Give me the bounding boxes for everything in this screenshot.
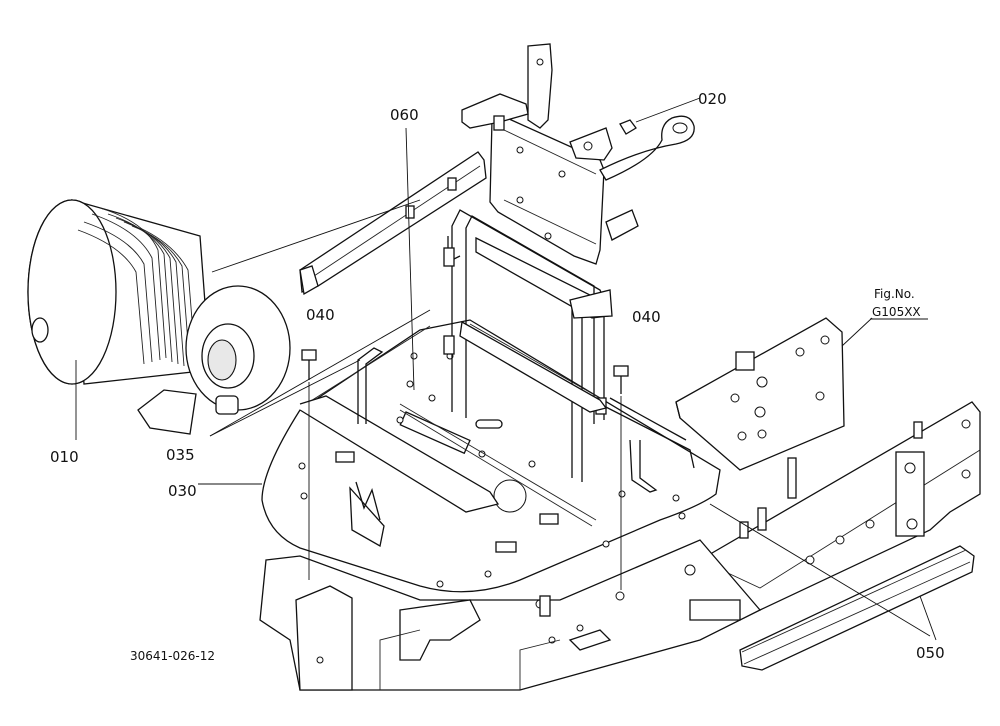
drawing-number: 30641-026-12 xyxy=(130,649,215,663)
label-030: 030 xyxy=(168,482,197,500)
label-040-right: 040 xyxy=(632,308,661,326)
fig-ref-line1: Fig.No. xyxy=(874,287,915,301)
part-040-bolt-right xyxy=(613,365,629,590)
label-010: 010 xyxy=(50,448,79,466)
label-050: 050 xyxy=(916,644,945,662)
chassis-floor xyxy=(259,539,762,691)
fig-ref-line2: G105XX xyxy=(872,305,921,319)
part-035-rods xyxy=(357,347,658,493)
label-060: 060 xyxy=(390,106,419,124)
label-040-left: 040 xyxy=(306,306,335,324)
leader-lines xyxy=(198,309,937,641)
part-050-bar xyxy=(739,545,975,671)
label-020: 020 xyxy=(698,90,727,108)
part-020-strap xyxy=(599,97,701,181)
part-010-air-cleaner xyxy=(27,199,421,440)
frame-rail-upper xyxy=(675,317,845,471)
seat-back-plate xyxy=(461,43,639,319)
part-040-bolt-left xyxy=(301,349,317,580)
seat-frame-tubes xyxy=(443,209,609,482)
part-030-seat-plate xyxy=(261,319,721,593)
seat-rail xyxy=(299,395,695,527)
frame-rail-lower xyxy=(699,401,981,611)
part-060-trim xyxy=(299,127,487,391)
fig-ref-leader xyxy=(841,317,873,347)
label-035: 035 xyxy=(166,446,195,464)
